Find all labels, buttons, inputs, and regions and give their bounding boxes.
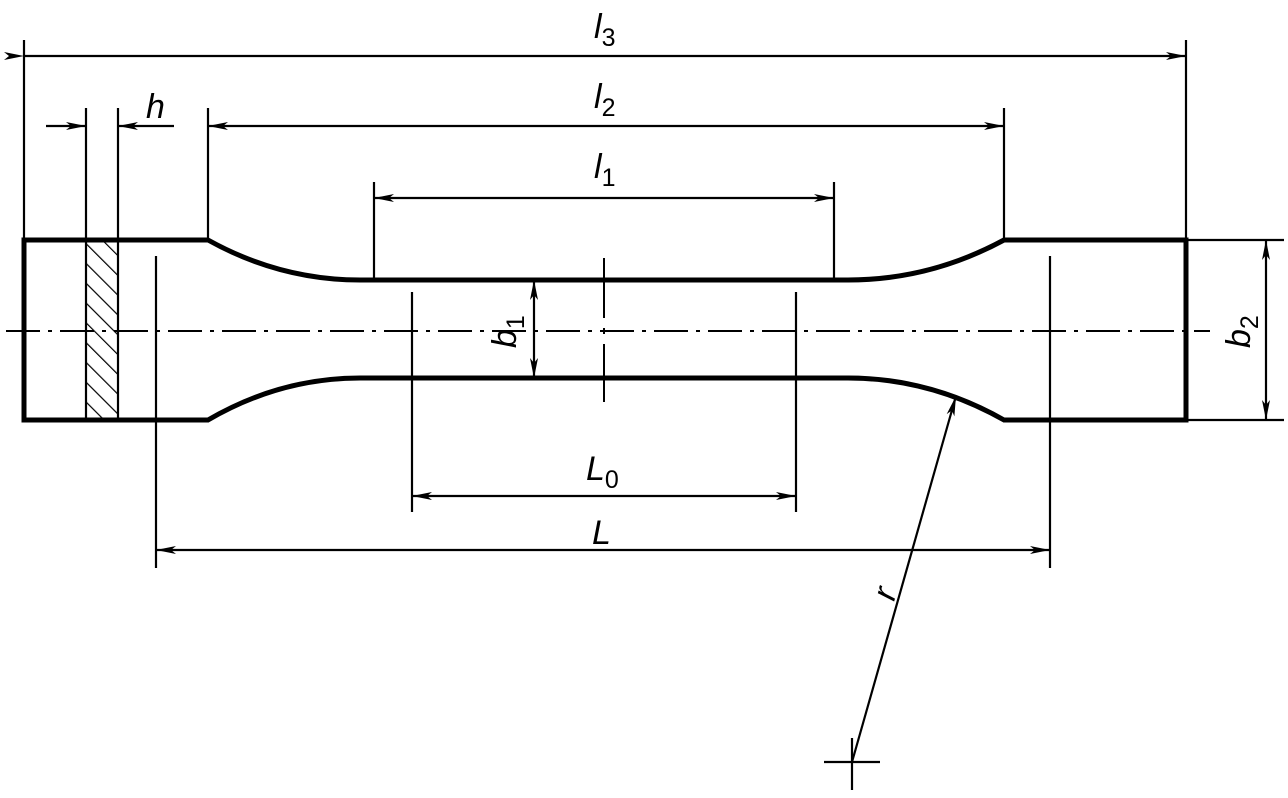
label-l1: l1	[594, 148, 615, 192]
label-b2: b2	[1220, 315, 1264, 348]
label-L: L	[592, 514, 611, 552]
label-h: h	[146, 88, 165, 126]
label-b1: b1	[486, 315, 530, 348]
r-radius-line	[850, 395, 958, 763]
label-l3: l3	[594, 8, 615, 52]
label-L0: L0	[586, 450, 619, 494]
label-l2: l2	[594, 78, 615, 122]
label-r: r	[865, 581, 905, 604]
